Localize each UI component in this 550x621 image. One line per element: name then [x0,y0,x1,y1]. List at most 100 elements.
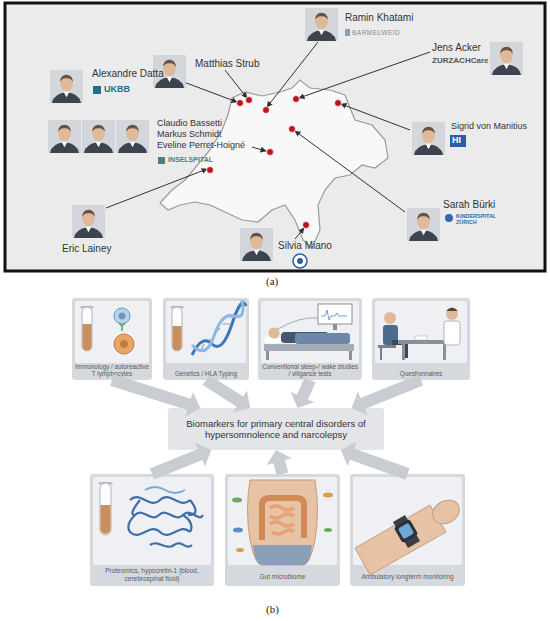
wearable-illustration [355,495,464,575]
genetics-illustration [200,312,236,352]
logo-mark [93,29,466,268]
leader-arrows [252,147,266,151]
person-name: Matthias Strub [195,58,259,69]
illustration-panel [261,301,359,363]
wearable-illustration [428,495,463,528]
box-text: Genetics / HLA Typing [175,370,237,378]
sleep-study-illustration [264,304,354,360]
panel-a-frame [5,3,545,271]
box-text: Conventional sleep-/ wake studies / vili… [261,363,359,378]
person-name: Sigrid von Manitius [451,122,527,132]
person-name: Eric Lainey [62,243,111,254]
questionnaire-illustration [384,312,396,324]
location-dots [335,100,342,107]
logo-text: KINDERSPITAL ZÜRICH [456,213,506,225]
panel-a-frame [5,3,545,271]
portrait-photo [48,120,81,153]
sleep-study-illustration [264,344,354,351]
wearable-illustration [394,519,419,544]
sleep-study-illustration [321,310,347,320]
location-dots [267,149,274,156]
person-name: Jens Acker [432,42,481,53]
genetics-illustration [172,326,181,351]
box-text: Gut microbiome [260,573,306,581]
logo-text: BARMELWEID [352,29,400,36]
immunology-illustration [114,308,130,324]
person-name: Silvia Miano [278,240,332,251]
immunology-illustration [119,313,126,320]
location-dots [263,107,270,114]
logo-text: HI [452,136,461,146]
logo-text: UKBB [104,85,130,95]
proteomics-illustration [99,482,204,547]
location-dots [289,126,296,133]
gut-illustration [324,528,332,532]
gut-illustration [248,480,318,565]
immunology-illustration [81,306,135,354]
gut-illustration [323,493,333,498]
location-dots [246,97,253,104]
location-dots [303,222,310,229]
central-box: Biomarkers for primary central disorders… [168,408,384,450]
sleep-study-illustration [349,351,352,360]
logo-mark [297,258,303,264]
illustration-panel [75,301,467,565]
portrait-photo [412,122,445,155]
gut-illustration [253,545,312,565]
person-name: Ramin Khatami [345,12,413,23]
flow-arrow [110,374,200,416]
gut-illustration [236,548,244,552]
gut-illustration [233,528,243,533]
wearable-illustration [398,523,414,539]
genetics-illustration [171,306,184,309]
flow-arrow [352,374,424,415]
leader-arrows [341,104,410,130]
source-box: Genetics / HLA Typing [163,298,249,380]
box-text: Proteomics, hypocretin-1 (blood, cerebro… [94,567,210,583]
illustration-panel [228,477,337,565]
sleep-study-illustration [318,304,352,324]
immunology-illustration [81,306,94,309]
sleep-study-illustration [264,337,282,344]
person-name: Markus Schmidt [157,130,222,140]
proteomics-illustration [145,487,185,493]
sleep-study-illustration [333,324,337,330]
panel-label: (a) [266,275,278,287]
source-box: Conventional sleep-/ wake studies / vili… [258,298,362,380]
flow-arrow [150,442,211,479]
illustration-panel [166,301,246,363]
gut-illustration [262,498,304,540]
portrait-photo [48,8,523,261]
genetics-illustration [172,307,182,351]
wearable-illustration [394,519,419,544]
logo-mark [293,254,307,268]
illustration-panel [375,301,467,363]
portrait-photo [407,208,440,241]
person-name: Claudio Bassetti [157,119,222,129]
questionnaire-illustration [404,340,408,358]
illustration-panel [93,477,211,565]
portrait-photo [116,120,149,153]
portrait-photo [72,205,105,238]
proteomics-illustration [100,505,110,534]
flow-arrow [291,378,316,408]
gut-illustration [232,480,333,565]
immunology-illustration [119,323,125,331]
questionnaire-illustration [378,308,460,361]
sleep-study-illustration [269,328,280,339]
immunology-illustration [114,334,134,354]
sleep-study-illustration [295,333,350,344]
box-text: Ambulatory longterm monitoring [361,573,453,581]
location-dots [293,96,300,103]
wearable-illustration [355,505,446,575]
source-box: Questionnaires [372,298,470,380]
portrait-photo [490,42,523,75]
logo-mark [158,157,165,164]
questionnaire-illustration [446,308,458,312]
source-box: Gut microbiome [225,474,340,586]
questionnaire-illustration [446,308,458,320]
person-name: Eveline Perret-Hoigné [157,141,245,151]
questionnaire-illustration [378,345,396,348]
leader-arrows [225,70,247,98]
